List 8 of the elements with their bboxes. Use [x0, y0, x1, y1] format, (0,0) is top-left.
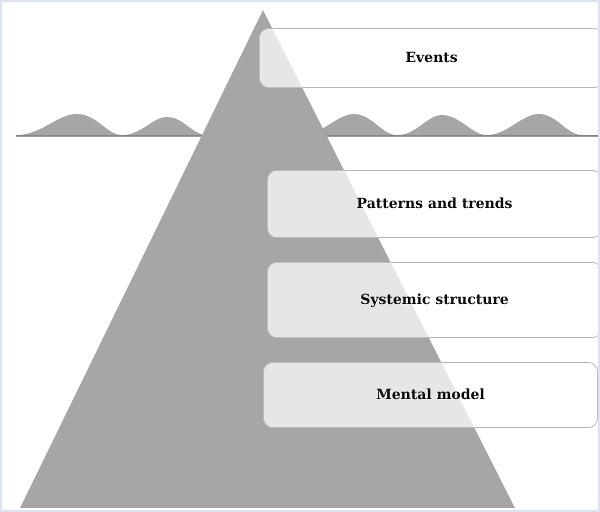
level-box	[259, 28, 598, 88]
level-box	[267, 262, 598, 338]
level-label: Mental model	[376, 387, 485, 403]
level-label: Events	[405, 50, 458, 66]
level-label: Patterns and trends	[356, 196, 512, 212]
level-box	[267, 170, 598, 238]
level-box	[263, 362, 598, 428]
level-label: Systemic structure	[360, 292, 509, 308]
